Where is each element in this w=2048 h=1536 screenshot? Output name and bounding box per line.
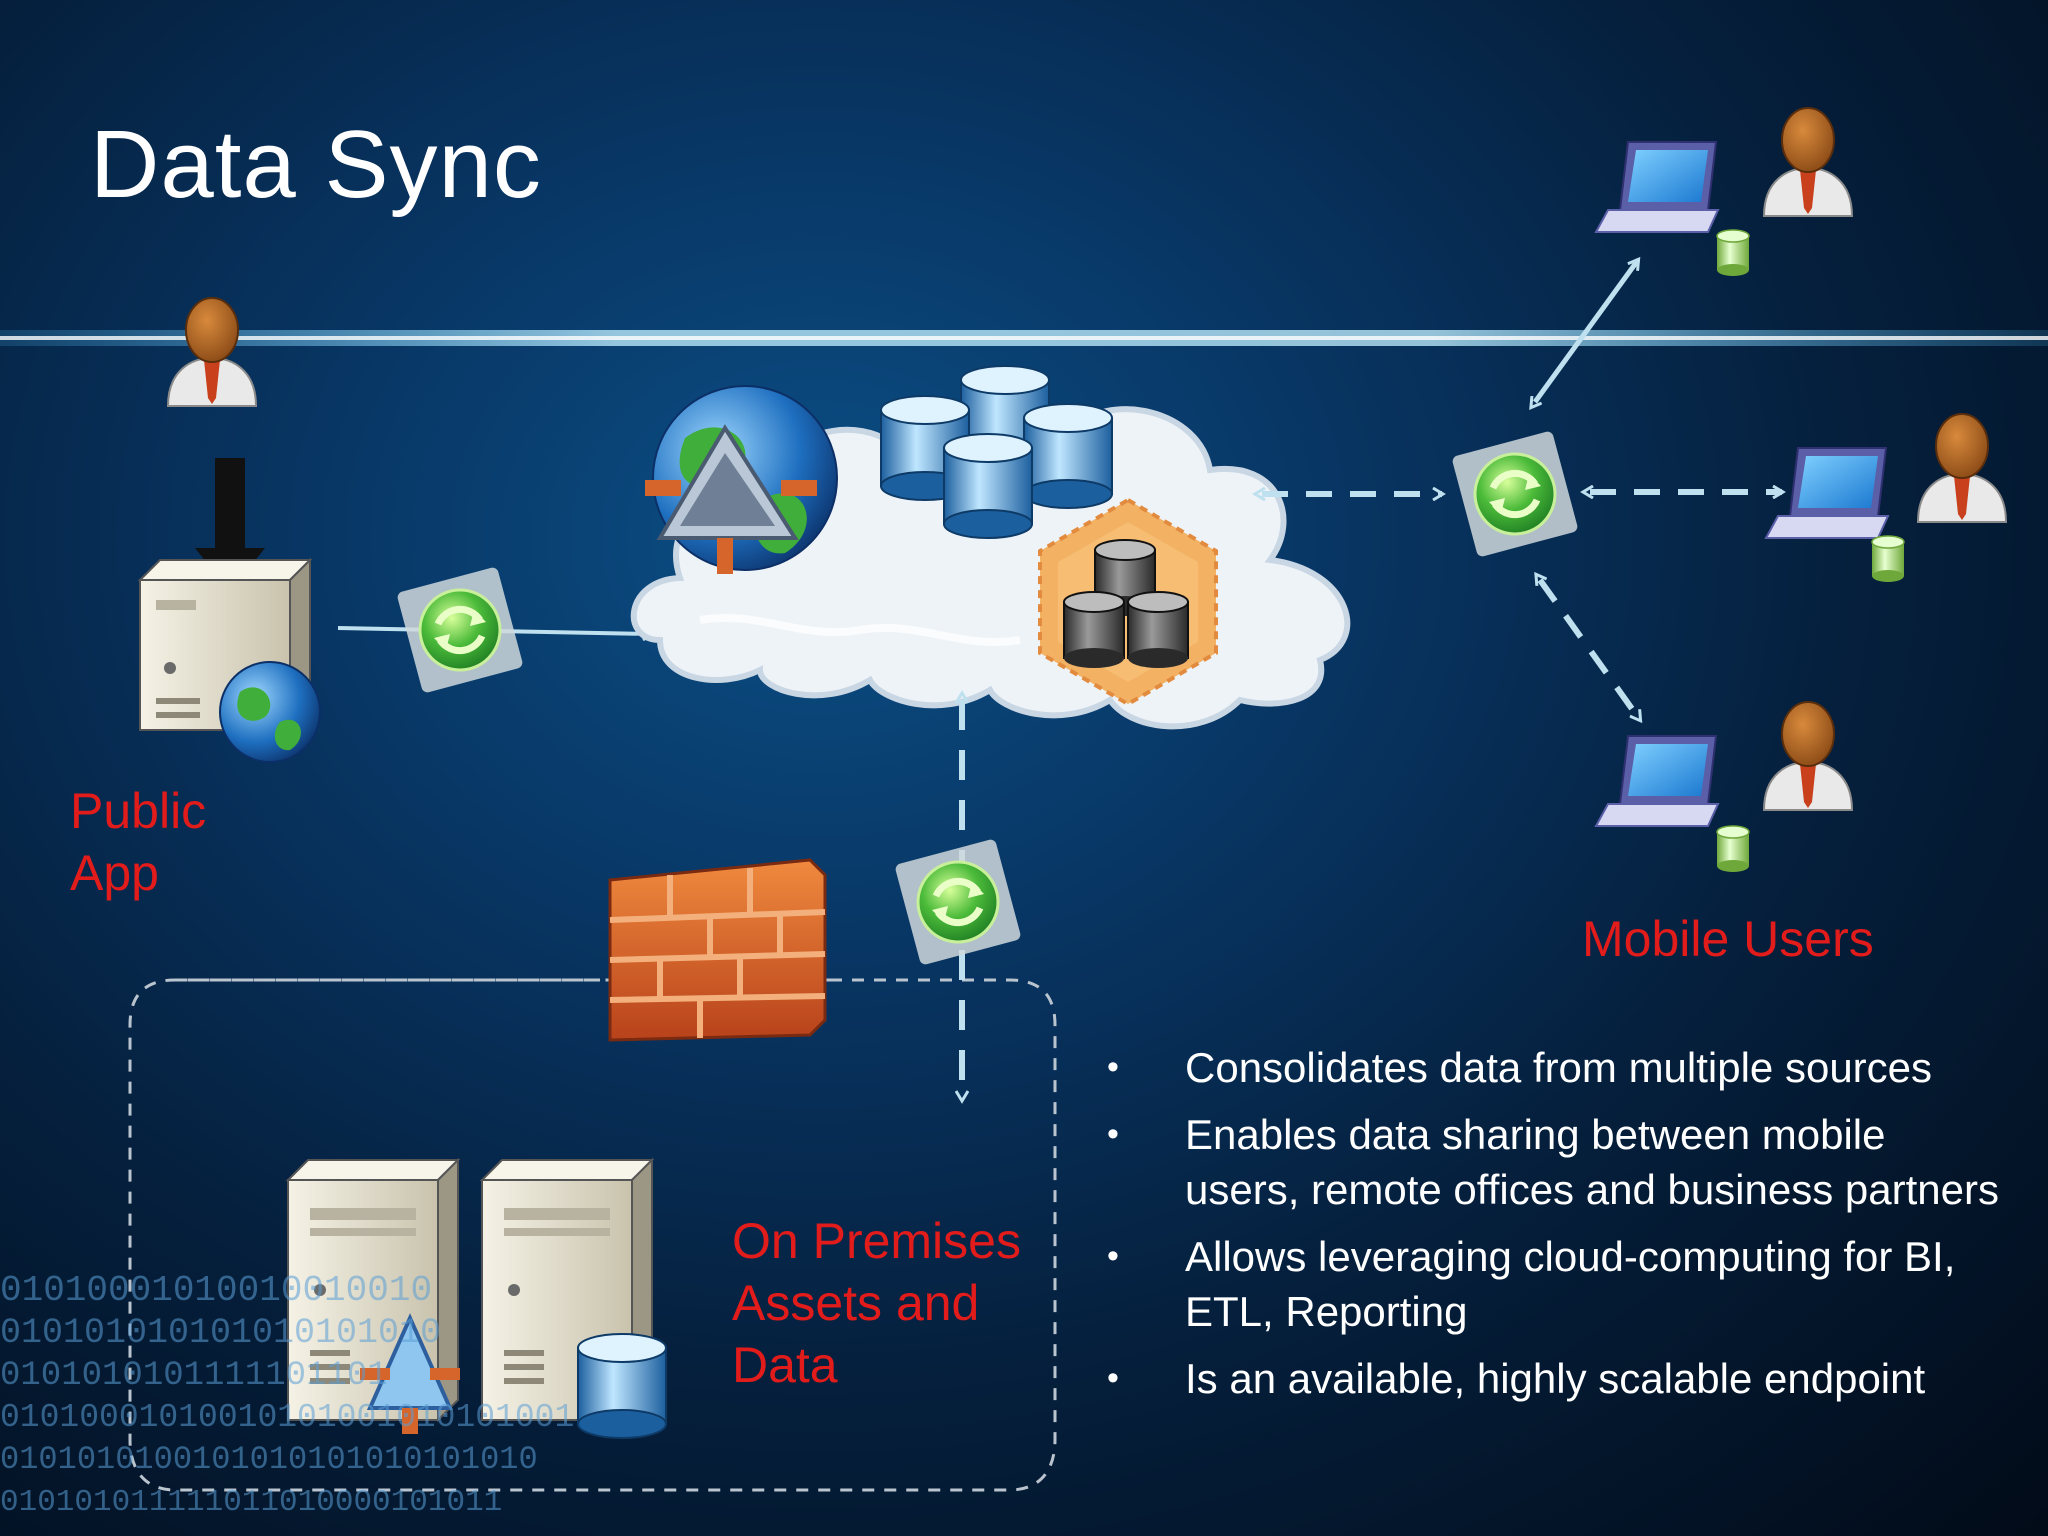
binary-line: 01010001010010101001010101001: [0, 1399, 574, 1436]
slide-title: Data Sync: [90, 111, 542, 218]
binary-line: 010101011111011010000101011: [0, 1485, 502, 1520]
public-app-label: Public App: [70, 783, 207, 901]
laptop-icon: [1595, 735, 1719, 827]
database-icon: [1871, 535, 1905, 583]
mobile-users-label: Mobile Users: [1582, 911, 1874, 967]
app-service-icon: [360, 1313, 460, 1434]
laptop-icon: [1765, 447, 1889, 539]
database-icon: [1716, 229, 1750, 277]
sync-icon-public-app: [396, 566, 523, 693]
sync-icon-mobile-hub: [1451, 430, 1578, 557]
mobile-user-2: [1765, 413, 2007, 583]
laptop-icon: [1595, 141, 1719, 233]
on-premises-servers-icon: [287, 1159, 667, 1439]
cloud-globe-service-icon: [645, 385, 838, 574]
feature-item: •Enables data sharing between mobile use…: [1105, 1107, 2005, 1217]
sync-icon-on-premises: [894, 838, 1021, 965]
on-premises-label: On Premises Assets and Data: [732, 1213, 1021, 1393]
binary-stream: 0101000101001001001001010101010101010101…: [0, 1270, 574, 1520]
on-premises-database-icon: [577, 1333, 667, 1439]
mobile-user-3: [1595, 701, 1853, 873]
feature-item: •Is an available, highly scalable endpoi…: [1105, 1351, 2005, 1406]
binary-line: 010101010101010101010: [0, 1313, 441, 1353]
feature-item: •Consolidates data from multiple sources: [1105, 1040, 2005, 1095]
user-icon: [1763, 701, 1853, 811]
hub-to-mobile-user-1-arrow: [1535, 260, 1638, 402]
user-icon: [1917, 413, 2007, 523]
feature-item: •Allows leveraging cloud-computing for B…: [1105, 1229, 2005, 1339]
user-icon: [1763, 107, 1853, 217]
database-icon: [1716, 825, 1750, 873]
public-app-globe-icon: [219, 661, 321, 763]
feature-list: •Consolidates data from multiple sources…: [1105, 1040, 2005, 1418]
binary-line: 0101010100101010101010101010: [0, 1441, 538, 1478]
bullet-icon: •: [1107, 1048, 1119, 1086]
bullet-icon: •: [1107, 1115, 1119, 1153]
cloud-hexagon-database-icon: [1038, 497, 1218, 707]
mobile-user-1: [1595, 107, 1853, 277]
binary-line: 01010001010010010010: [0, 1270, 432, 1311]
bullet-icon: •: [1107, 1237, 1119, 1275]
firewall-icon: [608, 858, 827, 1042]
public-app-user-icon: [167, 297, 257, 407]
bullet-icon: •: [1107, 1359, 1119, 1397]
hub-to-mobile-user-3-arrow: [1540, 580, 1643, 720]
binary-line: 0101010101111101101: [0, 1357, 388, 1395]
on-premises-boundary: [128, 978, 1057, 1492]
